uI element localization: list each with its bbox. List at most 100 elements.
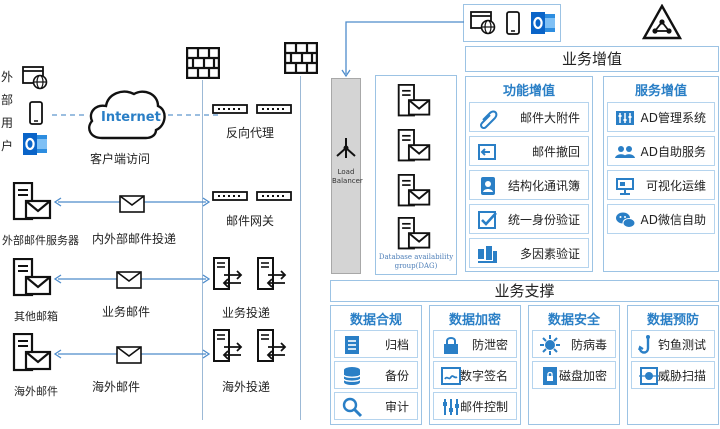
- outlook-icon: [22, 132, 48, 156]
- server-transfer-icon: [212, 257, 244, 291]
- support-item-label: 防病毒: [570, 338, 607, 352]
- feature-item: 邮件大附件: [469, 102, 589, 132]
- internet-label: Internet: [101, 110, 161, 125]
- server-mail-icon: [12, 258, 52, 298]
- switch-icon: [212, 104, 248, 114]
- internal-external-delivery-label: 内外部邮件投递: [92, 232, 177, 246]
- firewall-icon: [284, 42, 318, 74]
- feature-item: AD自助服务: [607, 136, 715, 166]
- support-item: 备份: [334, 361, 418, 389]
- external-mail-server-label: 外部邮件服务器: [2, 234, 79, 247]
- divider-line-2: [300, 76, 301, 420]
- feature-item-label: AD管理系统: [640, 111, 706, 125]
- multi-factor-icon: [478, 246, 497, 263]
- load-balancer-icon: [336, 138, 356, 158]
- signature-icon: [441, 367, 461, 385]
- client-to-lb-connector: [341, 21, 464, 78]
- dag-label: Database availability group(DAG): [378, 253, 454, 270]
- support-item: 邮件控制: [433, 392, 517, 420]
- functional-value-title: 功能增值: [502, 84, 555, 99]
- support-item: 防泄密: [433, 330, 517, 358]
- contact-book-icon: [481, 177, 495, 195]
- server-mail-icon: [12, 182, 52, 222]
- feature-item-label: 统一身份验证: [507, 213, 580, 227]
- support-item: 磁盘加密: [532, 361, 616, 389]
- load-balancer: [331, 78, 361, 274]
- support-item: 审计: [334, 392, 418, 420]
- support-item-label: 防泄密: [471, 338, 508, 352]
- internet-cloud-icon: [88, 90, 166, 140]
- feature-item: 邮件撤回: [469, 136, 589, 166]
- feature-item: AD管理系统: [607, 102, 715, 132]
- service-value-title: 服务增值: [634, 84, 687, 99]
- support-group-title: 数据预防: [646, 313, 699, 328]
- business-mail-label: 业务邮件: [102, 305, 151, 319]
- virus-icon: [540, 335, 560, 355]
- mail-gateway-label: 邮件网关: [226, 214, 275, 228]
- external-user-label: 外部用户: [0, 70, 13, 153]
- feature-item: 可视化运维: [607, 170, 715, 200]
- phone-icon: [29, 101, 43, 125]
- server-mail-icon: [397, 129, 431, 163]
- switch-icon: [212, 191, 248, 201]
- disk-lock-icon: [543, 367, 557, 385]
- feature-item-label: AD自助服务: [640, 145, 706, 159]
- support-item: 归档: [334, 330, 418, 358]
- feature-item: 统一身份验证: [469, 204, 589, 234]
- network-logo-icon: [642, 4, 682, 40]
- reverse-proxy-label: 反向代理: [226, 126, 275, 140]
- other-mailbox-label: 其他邮箱: [14, 310, 58, 323]
- envelope-icon: [116, 346, 142, 364]
- support-item-label: 归档: [384, 338, 409, 352]
- support-item: 数字签名: [433, 361, 517, 389]
- feature-item-label: 邮件大附件: [519, 111, 580, 125]
- monitor-icon: [616, 178, 634, 195]
- business-delivery-label: 业务投递: [222, 306, 271, 320]
- server-mail-icon: [397, 84, 431, 118]
- recall-icon: [478, 144, 496, 160]
- feature-item-label: 可视化运维: [645, 179, 706, 193]
- internet-dashed-link: [52, 114, 218, 116]
- server-mail-icon: [12, 333, 52, 373]
- feature-item-label: 多因素验证: [519, 247, 580, 261]
- support-item: 威胁扫描: [631, 361, 715, 389]
- support-header: 业务支撑: [330, 280, 719, 302]
- support-item: 防病毒: [532, 330, 616, 358]
- outlook-icon: [530, 11, 556, 35]
- browser-globe-icon: [470, 11, 496, 35]
- server-transfer-icon: [256, 257, 288, 291]
- feature-item: AD微信自助: [607, 204, 715, 234]
- overseas-delivery-label: 海外投递: [222, 380, 271, 394]
- value-add-header: 业务增值: [465, 46, 719, 72]
- support-item-label: 威胁扫描: [657, 369, 706, 383]
- server-transfer-icon: [212, 329, 244, 363]
- lock-icon: [444, 337, 458, 354]
- feature-item: 多因素验证: [469, 238, 589, 268]
- envelope-icon: [119, 195, 145, 213]
- server-transfer-icon: [256, 329, 288, 363]
- feature-item-label: AD微信自助: [640, 213, 706, 227]
- wechat-icon: [616, 212, 636, 228]
- overseas-mail-left-label: 海外邮件: [14, 385, 58, 398]
- feature-item-label: 邮件撤回: [531, 145, 580, 159]
- magnifier-icon: [342, 397, 363, 418]
- support-item-label: 邮件控制: [459, 400, 508, 414]
- firewall-icon: [186, 47, 220, 79]
- database-icon: [343, 367, 361, 385]
- server-mail-icon: [397, 217, 431, 251]
- client-access-label: 客户端访问: [90, 152, 151, 166]
- scan-icon: [639, 367, 659, 385]
- hook-icon: [638, 335, 650, 354]
- support-group-title: 数据加密: [448, 313, 501, 328]
- support-item-label: 审计: [384, 400, 409, 414]
- support-item: 钓鱼测试: [631, 330, 715, 358]
- users-icon: [615, 146, 635, 158]
- controls-icon: [443, 399, 459, 415]
- envelope-icon: [116, 271, 142, 289]
- check-icon: [478, 211, 497, 229]
- paperclip-icon: [479, 110, 498, 129]
- feature-item-label: 结构化通讯簿: [507, 179, 580, 193]
- support-group-title: 数据合规: [349, 313, 402, 328]
- divider-line-1: [202, 80, 203, 420]
- feature-item: 结构化通讯簿: [469, 170, 589, 200]
